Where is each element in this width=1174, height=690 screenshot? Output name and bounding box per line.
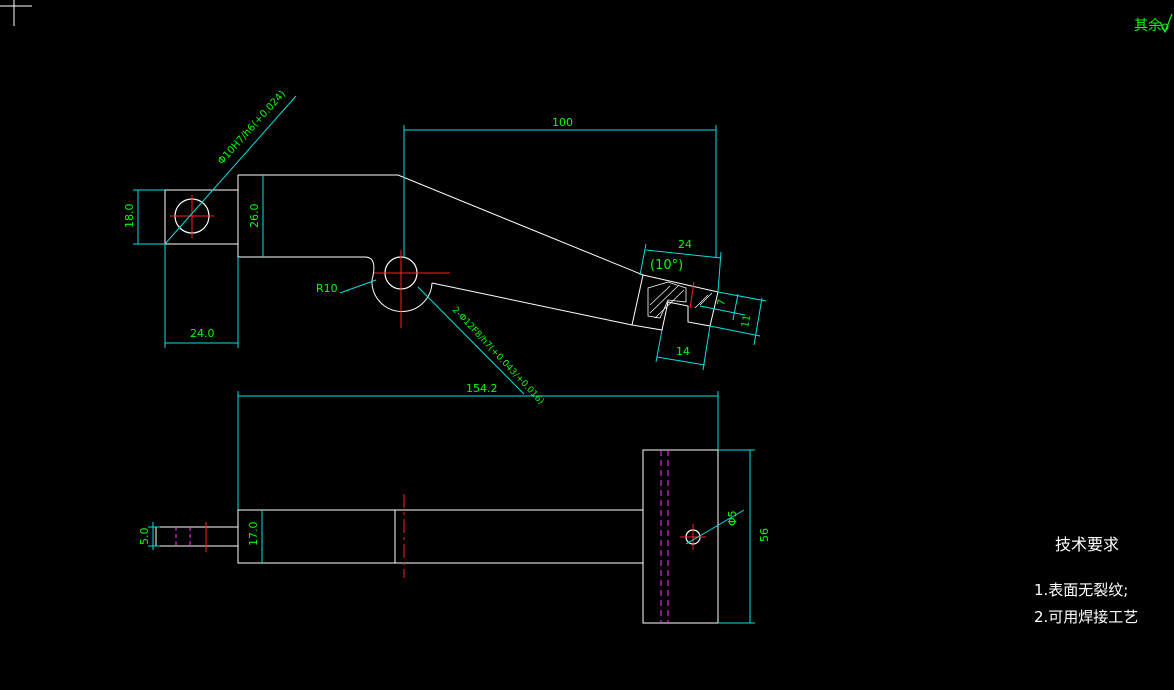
right-fork-hatch-lines (649, 285, 713, 319)
right-fork-section-hatch (647, 281, 687, 319)
pivot-boss-arc (371, 279, 433, 313)
left-pin-outline (155, 526, 239, 547)
dim-18 (133, 189, 165, 245)
dim-angle-text: (10°) (650, 258, 683, 273)
left-lug-centerline (170, 195, 214, 238)
leader-phi5 (685, 509, 745, 545)
dim-154 (237, 391, 719, 510)
dim-r10-text: R10 (316, 282, 338, 295)
ucs-crosshair-icon (0, 0, 32, 26)
right-fork-outline (631, 274, 719, 331)
dim-154-text: 154.2 (466, 382, 498, 395)
arm-body-outline (237, 175, 375, 281)
dim-5-text: 5.0 (138, 528, 151, 546)
tech-req-title: 技术要求 (1055, 535, 1119, 554)
end-block-outline (642, 449, 719, 624)
dim-left-hole-text: Φ10H7/h6(+0.024) (216, 89, 288, 167)
dim-100-text: 100 (552, 116, 573, 129)
tech-req-line-1: 1.表面无裂纹; (1034, 581, 1128, 599)
dim-24-right (639, 243, 722, 293)
right-fork-centerline (689, 281, 695, 309)
dim-7-text: 7 (716, 298, 728, 306)
dim-14-text: 14 (676, 345, 690, 358)
dim-24-left (164, 244, 239, 348)
dim-56 (718, 449, 755, 624)
dim-5 (148, 522, 160, 550)
dim-26-text: 26.0 (248, 204, 261, 229)
surface-finish-note: 其余 (1134, 13, 1173, 34)
arm-top-edge (238, 174, 644, 276)
dim-17-text: 17.0 (247, 522, 260, 547)
dim-pivot-hole-text: 2-Φ12F8/h7(+0.043/+0.016) (450, 305, 546, 407)
dim-24-left-text: 24.0 (190, 327, 215, 340)
end-block-hidden-lines (660, 450, 669, 623)
tech-req-line-2: 2.可用焊接工艺 (1034, 608, 1138, 626)
leader-left-hole (164, 95, 297, 245)
top-view: 100 18.0 26.0 24.0 Φ10H7/h6(+0.024) R10 … (123, 89, 767, 407)
left-pin-hidden-lines (175, 527, 191, 546)
end-block-hole-centerline (680, 524, 706, 550)
leader-pivot-hole (417, 286, 525, 395)
arm-bottom-edge (431, 282, 633, 326)
bottom-view: 154.2 5.0 17.0 (138, 382, 771, 624)
dim-7-11 (699, 291, 767, 346)
dim-11-text: 11 (740, 314, 753, 328)
leader-r10 (339, 279, 377, 294)
technical-requirements: 技术要求 1.表面无裂纹; 2.可用焊接工艺 (1034, 535, 1138, 626)
roughness-symbol-icon (1159, 13, 1173, 34)
dim-18-text: 18.0 (123, 204, 136, 229)
surface-finish-label: 其余 (1134, 17, 1162, 34)
dim-56-text: 56 (758, 528, 771, 542)
pivot-centerline (374, 250, 450, 328)
main-bar-outline (237, 509, 644, 564)
dim-14 (655, 325, 711, 371)
dim-100 (403, 125, 717, 258)
left-lug-outline (164, 189, 239, 245)
dim-24-right-text: 24 (678, 238, 692, 251)
dim-phi5-text: Φ5 (726, 510, 739, 526)
